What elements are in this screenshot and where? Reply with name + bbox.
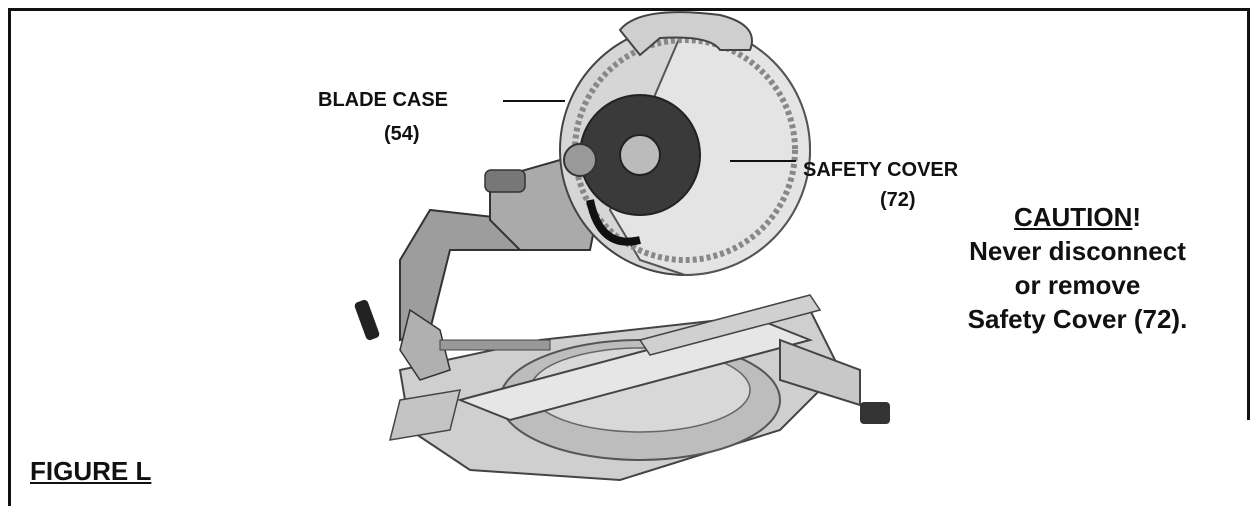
figure-label: FIGURE L bbox=[30, 456, 152, 486]
frame-top-rule bbox=[8, 8, 1250, 11]
caution-heading-exclamation: ! bbox=[1132, 202, 1142, 232]
safety-cover-label: SAFETY COVER bbox=[803, 159, 959, 181]
frame-right-rule bbox=[1247, 8, 1250, 420]
caution-heading-text: CAUTION bbox=[1013, 202, 1133, 232]
frame-left-rule bbox=[8, 8, 11, 506]
safety-cover-leader-line bbox=[730, 160, 796, 162]
caution-line-2: or remove bbox=[1014, 270, 1141, 300]
caution-notice: CAUTION! Never disconnect or remove Safe… bbox=[905, 200, 1250, 336]
miter-saw-photo bbox=[354, 11, 890, 482]
blade-case-number: (54) bbox=[384, 123, 420, 145]
caution-line-3: Safety Cover (72). bbox=[967, 304, 1188, 334]
caution-heading: CAUTION! bbox=[905, 200, 1250, 234]
caution-line-1: Never disconnect bbox=[969, 236, 1186, 266]
blade-case-leader-line bbox=[503, 100, 565, 102]
blade-case-label: BLADE CASE bbox=[318, 89, 449, 111]
safety-cover-number: (72) bbox=[880, 189, 916, 211]
